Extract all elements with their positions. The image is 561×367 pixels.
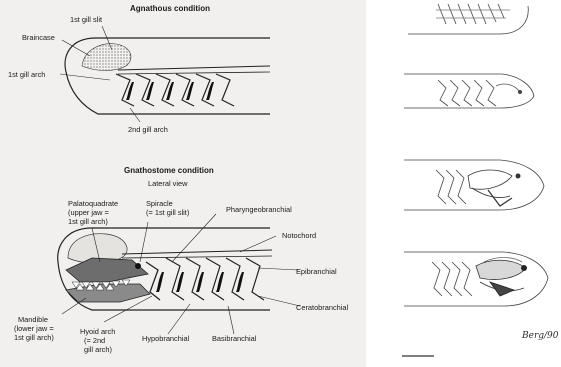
agnathous-diagram: Agnathous condition <box>8 4 270 134</box>
label-notochord: Notochord <box>282 231 316 240</box>
label-first-gill-slit: 1st gill slit <box>70 15 102 24</box>
label-basibranchial: Basibranchial <box>212 334 257 343</box>
label-mandible-3: 1st gill arch) <box>14 333 54 342</box>
agnathous-braincase-shape <box>82 44 131 71</box>
label-ceratobranchial: Ceratobranchial <box>296 303 349 312</box>
gnathostome-gill-slits <box>156 272 244 292</box>
label-palatoquadrate-3: 1st gill arch) <box>68 217 108 226</box>
agnathous-notochord-line <box>118 66 270 70</box>
sketch-series <box>402 4 548 356</box>
sketch-2 <box>404 74 534 108</box>
label-second-gill-arch: 2nd gill arch <box>128 125 168 134</box>
sketch-4 <box>404 252 548 306</box>
label-spiracle-1: Spiracle <box>146 199 173 208</box>
label-hyoid-1: Hyoid arch <box>80 327 115 336</box>
sketch-1 <box>408 4 528 34</box>
label-epibranchial: Epibranchial <box>296 267 337 276</box>
gnathostome-notochord-line-2 <box>122 256 272 258</box>
sketch-3 <box>404 160 544 210</box>
label-braincase: Braincase <box>22 33 55 42</box>
label-mandible-2: (lower jaw = <box>14 324 54 333</box>
gnathostome-diagram: Gnathostome condition Lateral view <box>14 166 349 354</box>
agnathous-title: Agnathous condition <box>130 4 210 13</box>
artist-signature: Berg/90 <box>521 331 559 341</box>
label-hyoid-2: (= 2nd <box>84 336 105 345</box>
label-spiracle-2: (= 1st gill slit) <box>146 208 189 217</box>
label-mandible-1: Mandible <box>18 315 48 324</box>
label-hyoid-3: gill arch) <box>84 345 112 354</box>
label-first-gill-arch: 1st gill arch <box>8 70 45 79</box>
agnathous-notochord-line-2 <box>118 72 270 74</box>
agnathous-gill-arches <box>116 74 234 106</box>
label-palatoquadrate-2: (upper jaw = <box>68 208 109 217</box>
label-pharyngeobranchial: Pharyngeobranchial <box>226 205 292 214</box>
gnathostome-subtitle: Lateral view <box>148 179 188 188</box>
label-palatoquadrate-1: Palatoquadrate <box>68 199 118 208</box>
gnathostome-notochord-line <box>122 250 272 254</box>
gnathostome-title: Gnathostome condition <box>124 166 214 175</box>
label-hypobranchial: Hypobranchial <box>142 334 190 343</box>
spiracle-opening <box>135 263 141 269</box>
agnathous-gill-slits <box>126 82 214 100</box>
